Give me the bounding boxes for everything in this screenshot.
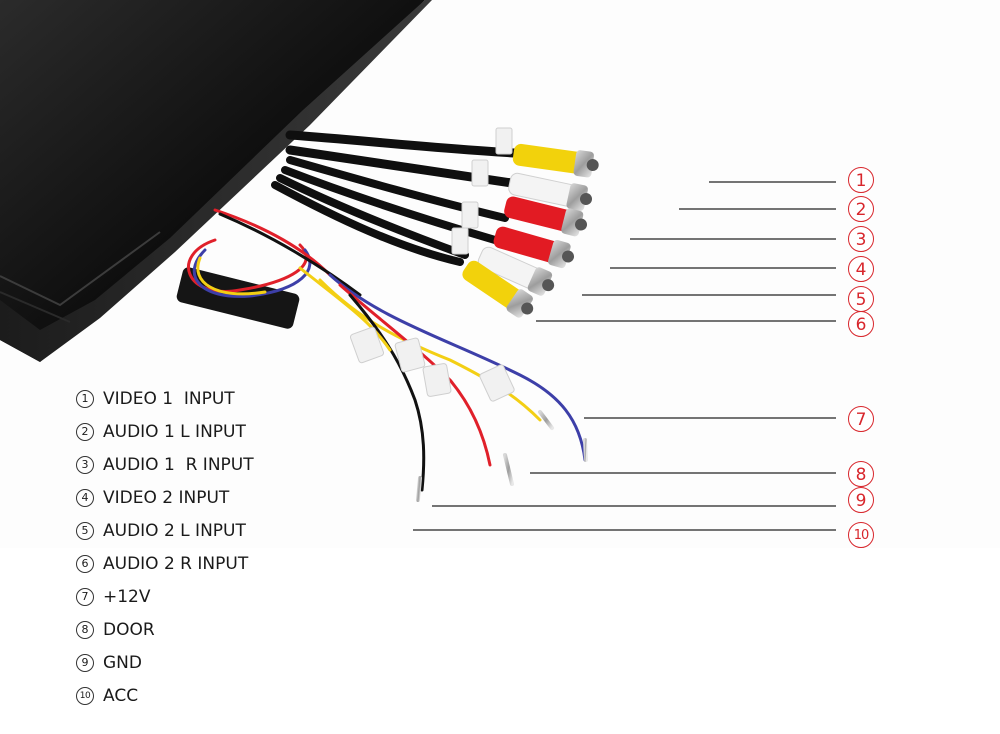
callout-1: 1 (848, 167, 874, 193)
legend-label: ACC (103, 685, 139, 706)
rca-connectors (462, 143, 599, 318)
wire-tags (349, 326, 515, 402)
legend-item: 8 DOOR (76, 613, 254, 646)
callout-4: 4 (848, 256, 874, 282)
legend-item: 7 +12V (76, 580, 254, 613)
legend-item: 6 AUDIO 2 R INPUT (76, 547, 254, 580)
legend-label: AUDIO 1 R INPUT (103, 454, 254, 475)
monitor-panel (0, 0, 432, 362)
legend-label: VIDEO 1 INPUT (103, 388, 235, 409)
callout-10: 10 (848, 522, 874, 548)
legend-number: 2 (76, 422, 94, 441)
legend-number: 9 (76, 653, 94, 672)
legend-number: 10 (76, 686, 94, 705)
callout-3: 3 (848, 226, 874, 252)
legend-label: AUDIO 1 L INPUT (103, 421, 246, 442)
legend-item: 9 GND (76, 646, 254, 679)
callout-5: 5 (848, 286, 874, 312)
callout-9: 9 (848, 487, 874, 513)
callout-6: 6 (848, 311, 874, 337)
legend-number: 4 (76, 488, 94, 507)
legend-number: 6 (76, 554, 94, 573)
legend-item: 5 AUDIO 2 L INPUT (76, 514, 254, 547)
callout-2: 2 (848, 196, 874, 222)
legend-number: 8 (76, 620, 94, 639)
legend-item: 10 ACC (76, 679, 254, 712)
legend-item: 1 VIDEO 1 INPUT (76, 382, 254, 415)
legend-label: DOOR (103, 619, 155, 640)
legend-item: 3 AUDIO 1 R INPUT (76, 448, 254, 481)
legend-label: AUDIO 2 L INPUT (103, 520, 246, 541)
legend-number: 3 (76, 455, 94, 474)
wire-harness (176, 208, 587, 492)
legend-label: VIDEO 2 INPUT (103, 487, 230, 508)
rca-cables (271, 130, 530, 266)
legend-label: GND (103, 652, 142, 673)
leader-lines (413, 181, 836, 531)
legend-number: 1 (76, 389, 94, 408)
legend-number: 7 (76, 587, 94, 606)
legend-label: AUDIO 2 R INPUT (103, 553, 249, 574)
legend-item: 4 VIDEO 2 INPUT (76, 481, 254, 514)
callout-8: 8 (848, 461, 874, 487)
legend-number: 5 (76, 521, 94, 540)
legend-list: 1 VIDEO 1 INPUT 2 AUDIO 1 L INPUT 3 AUDIO 1… (76, 382, 254, 712)
wire-tips (416, 410, 588, 502)
cable-tags (451, 127, 513, 255)
legend-item: 2 AUDIO 1 L INPUT (76, 415, 254, 448)
callout-7: 7 (848, 406, 874, 432)
legend-label: +12V (103, 586, 151, 607)
